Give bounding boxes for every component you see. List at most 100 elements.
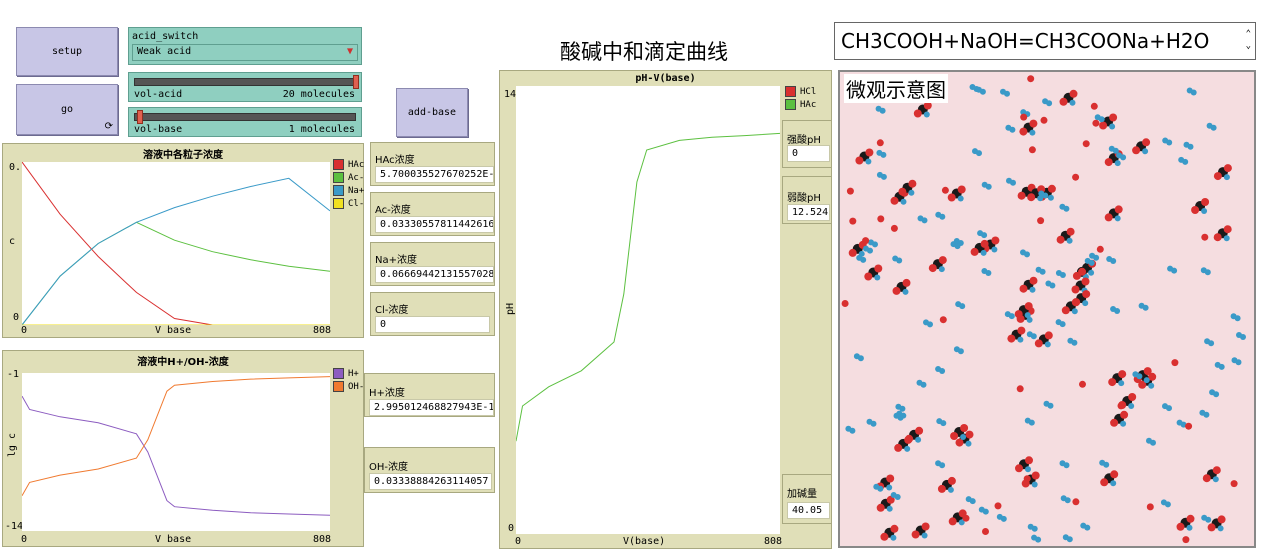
vol-base-slider[interactable]: vol-base 1 molecules: [128, 107, 362, 137]
sodium-ion: [877, 215, 885, 223]
water-hydrogen: [1088, 259, 1095, 266]
acetate-oxygen: [1082, 290, 1091, 299]
acetate-oxygen: [1212, 466, 1221, 475]
acid-switch-value-box[interactable]: Weak acid ▼: [132, 44, 358, 61]
water-hydrogen: [1180, 421, 1187, 428]
acetate-hydrogen: [1026, 316, 1033, 323]
acetate-oxygen: [1014, 310, 1023, 319]
acetate-oxygen: [1056, 235, 1065, 244]
acetate-oxygen: [1132, 146, 1141, 155]
acetate-oxygen: [1142, 138, 1151, 147]
water-hydrogen: [1187, 143, 1194, 150]
acetate-oxygen: [890, 524, 899, 533]
legend-hac-ph: HAc: [785, 99, 816, 110]
water-hydrogen: [1066, 536, 1073, 543]
plot1-canvas: [22, 162, 330, 325]
acetate-oxygen: [1015, 464, 1023, 473]
water-hydrogen: [1028, 419, 1035, 426]
acetate-oxygen: [1186, 514, 1195, 523]
acetate-oxygen: [915, 426, 924, 435]
weak-ph-label: 弱酸pH: [787, 193, 821, 204]
equation-textbox[interactable]: CH3COOH+NaOH=CH3COONa+H2O ⌃⌄: [834, 22, 1256, 60]
plot3-xmax: 808: [764, 536, 783, 547]
plot2-ylabel: lg c: [7, 433, 18, 458]
sodium-ion: [1117, 402, 1125, 410]
sodium-ion: [962, 514, 970, 522]
acetate-hydrogen: [957, 195, 964, 202]
acetate-oxygen: [1029, 276, 1038, 285]
acetate-oxygen: [902, 278, 911, 287]
plot2-ymin: -14: [5, 521, 24, 532]
acetate-hydrogen: [923, 111, 930, 118]
water-hydrogen: [894, 494, 901, 500]
equation-text: CH3COOH+NaOH=CH3COONa+H2O: [841, 29, 1210, 53]
acetate-oxygen: [1017, 326, 1026, 335]
setup-button[interactable]: setup: [16, 27, 118, 76]
acetate-oxygen: [1108, 378, 1117, 387]
legend-na-label: Na+: [348, 185, 365, 196]
hac-monitor-value: 5.700035527670252E-10: [375, 166, 494, 183]
vol-acid-label: vol-acid: [134, 89, 183, 100]
water-hydrogen: [1205, 516, 1212, 523]
particle-concentration-plot: 溶液中各粒子浓度 0.1 0 c 0 V base 808 HAc Ac- Na…: [2, 143, 364, 338]
vol-base-track[interactable]: [134, 113, 356, 121]
water-hydrogen: [860, 256, 867, 263]
acetate-hydrogen: [1082, 300, 1089, 307]
water-hydrogen: [1098, 116, 1105, 123]
vol-acid-slider[interactable]: vol-acid 20 molecules: [128, 72, 362, 102]
acetate-oxygen: [1072, 298, 1081, 307]
legend-hcl-swatch: [785, 86, 796, 97]
water-hydrogen: [1031, 525, 1038, 532]
sodium-ion: [939, 316, 947, 324]
vol-base-value: 1 molecules: [288, 124, 355, 135]
water-hydrogen: [1103, 461, 1110, 468]
acetate-oxygen: [1071, 285, 1080, 294]
acetate-oxygen: [1069, 89, 1078, 98]
acetate-oxygen: [1104, 158, 1113, 167]
vol-acid-track[interactable]: [134, 78, 356, 86]
sodium-ion: [1016, 385, 1024, 393]
acetate-oxygen: [1176, 522, 1185, 531]
setup-label: setup: [51, 46, 83, 57]
sodium-ion: [1171, 359, 1179, 367]
acetate-hydrogen: [1025, 466, 1031, 473]
sodium-ion: [941, 186, 949, 194]
acetate-oxygen: [1143, 367, 1152, 376]
acetate-oxygen: [947, 476, 956, 485]
acid-switch-chooser[interactable]: acid_switch Weak acid ▼: [128, 27, 362, 65]
water-hydrogen: [1120, 154, 1127, 161]
acetate-oxygen: [1138, 380, 1147, 389]
strong-ph-label: 强酸pH: [787, 135, 821, 146]
water-hydrogen: [1049, 282, 1056, 289]
water-hydrogen: [849, 427, 856, 434]
acetate-oxygen: [1109, 113, 1118, 122]
vol-acid-handle[interactable]: [353, 75, 359, 89]
water-hydrogen: [1208, 340, 1215, 347]
acetate-oxygen: [1007, 334, 1016, 343]
plot2-xlabel: V base: [155, 534, 192, 545]
water-hydrogen: [1204, 269, 1211, 276]
go-button[interactable]: go ⟳: [16, 84, 118, 135]
acetate-oxygen: [1201, 198, 1210, 206]
acetate-hydrogen: [1037, 195, 1044, 202]
strong-ph-monitor: 强酸pH 0: [782, 120, 832, 168]
acetate-hydrogen: [1143, 377, 1150, 384]
world-view[interactable]: 微观示意图: [838, 70, 1256, 548]
water-hydrogen: [1010, 179, 1016, 186]
acetate-oxygen: [1025, 456, 1033, 465]
sodium-ion: [849, 217, 857, 225]
acetate-hydrogen: [1186, 524, 1193, 531]
sodium-ion: [876, 139, 884, 147]
water-hydrogen: [939, 213, 946, 220]
acetate-hydrogen: [1217, 525, 1224, 532]
acetate-oxygen: [874, 264, 883, 273]
sodium-ion: [1230, 480, 1238, 488]
scroll-arrows-icon[interactable]: ⌃⌄: [1245, 29, 1251, 51]
water-hydrogen: [921, 217, 928, 224]
add-base-button[interactable]: add-base: [396, 88, 468, 137]
plot2-ymax: -1: [7, 369, 20, 380]
vol-base-handle[interactable]: [137, 110, 143, 124]
acetate-hydrogen: [991, 246, 998, 253]
acetate-hydrogen: [886, 505, 893, 512]
sodium-ion: [1090, 102, 1098, 110]
